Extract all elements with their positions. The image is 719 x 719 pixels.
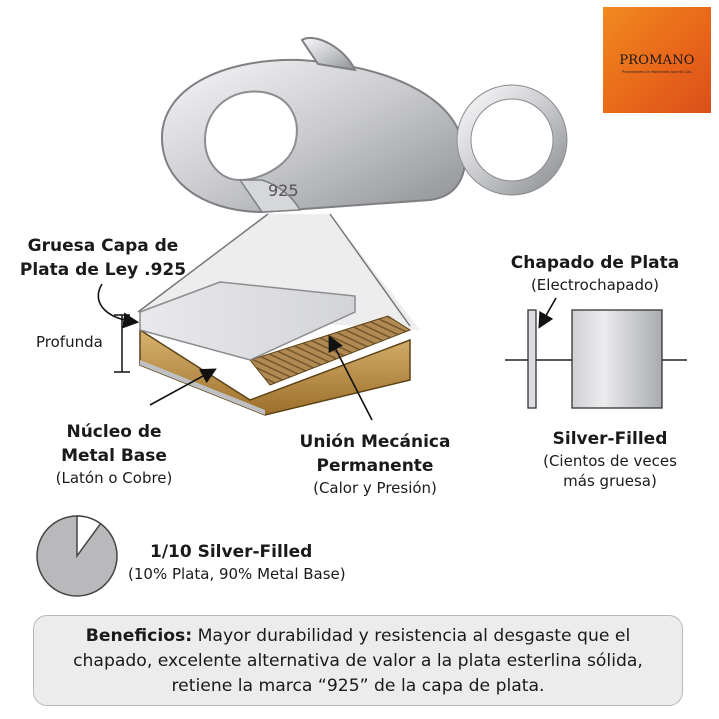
filled-sub-line2: más gruesa): [563, 472, 657, 490]
filled-label: Silver-Filled (Cientos de veces más grue…: [520, 427, 700, 491]
core-sub: (Latón o Cobre): [55, 469, 173, 487]
jump-ring: [457, 85, 567, 195]
logo-tagline: Proveedores de Materiales Joyería Cali.: [621, 70, 693, 74]
depth-label: Profunda: [36, 333, 103, 351]
core-line2: Metal Base: [61, 446, 167, 466]
clasp-lever: [300, 37, 357, 72]
ratio-title: 1/10 Silver-Filled: [150, 542, 313, 562]
stamp-925: 925: [268, 181, 299, 200]
bond-sub: (Calor y Presión): [313, 479, 437, 497]
ratio-pie: [36, 515, 118, 597]
thick-layer-line1: Gruesa Capa de: [27, 236, 179, 256]
bond-line2: Permanente: [316, 456, 434, 476]
thick-layer-arrow: [97, 283, 140, 329]
bond-label: Unión Mecánica Permanente (Calor y Presi…: [280, 430, 470, 498]
plated-arrow: [538, 297, 557, 329]
filled-layer-thick: [571, 309, 663, 409]
benefits-heading: Beneficios:: [85, 626, 193, 646]
depth-bracket: [114, 314, 130, 373]
clasp-gate: [238, 179, 302, 213]
cross-section-block: [139, 281, 412, 416]
bond-arrow: [328, 335, 373, 421]
core-arrow: [149, 368, 217, 406]
benefits-panel: Beneficios: Mayor durabilidad y resisten…: [33, 615, 683, 706]
ratio-label: 1/10 Silver-Filled (10% Plata, 90% Metal…: [128, 540, 346, 584]
plated-title: Chapado de Plata: [510, 253, 680, 273]
ratio-sub: (10% Plata, 90% Metal Base): [128, 565, 346, 583]
bond-line1: Unión Mecánica: [299, 432, 451, 452]
brand-logo: PROMANO Proveedores de Materiales Joyerí…: [603, 7, 711, 113]
plated-layer-thin: [527, 309, 537, 409]
thickness-comparison: [505, 297, 687, 409]
benefits-text: Mayor durabilidad y resistencia al desga…: [73, 626, 643, 696]
logo-wordmark: PROMANO: [619, 53, 695, 68]
core-line1: Núcleo de: [66, 422, 162, 442]
silver-layer-bottom: [140, 360, 265, 415]
plated-sub: (Electrochapado): [530, 276, 660, 294]
clasp-opening: [203, 90, 298, 182]
thick-layer-label: Gruesa Capa de Plata de Ley .925: [18, 234, 188, 282]
plated-label: Chapado de Plata (Electrochapado): [495, 251, 695, 295]
filled-sub-line1: (Cientos de veces: [543, 452, 677, 470]
silver-layer-top: [139, 281, 356, 361]
lobster-clasp-illustration: 925: [160, 37, 568, 214]
pie-silver-slice: [76, 515, 102, 559]
filled-title: Silver-Filled: [552, 429, 668, 449]
thick-layer-line2: Plata de Ley .925: [19, 260, 187, 280]
core-label: Núcleo de Metal Base (Latón o Cobre): [24, 420, 204, 488]
